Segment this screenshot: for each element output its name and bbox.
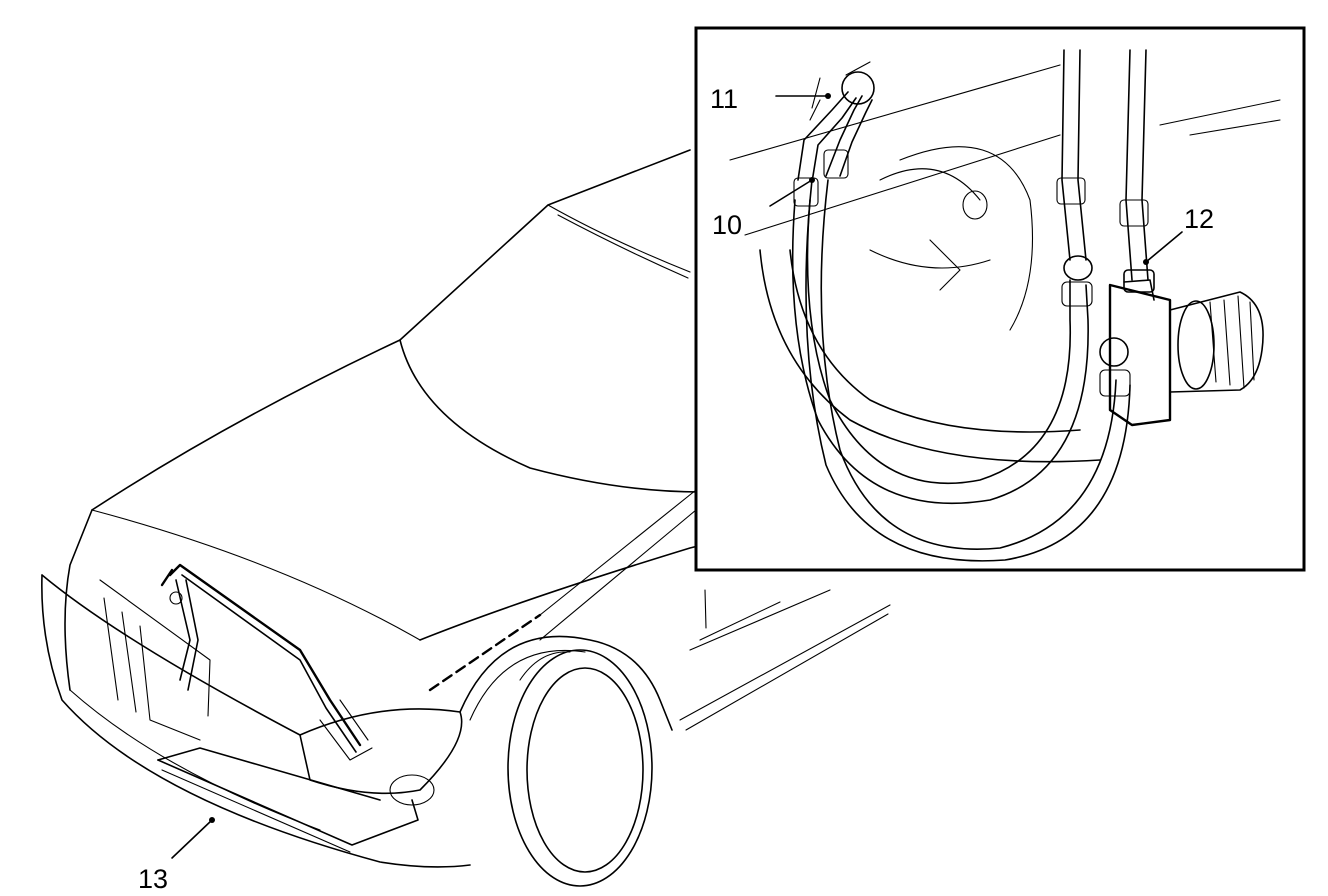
leader-12 bbox=[1145, 231, 1183, 263]
leader-dot-11 bbox=[825, 93, 831, 99]
leader-13 bbox=[171, 819, 213, 859]
callout-10: 10 bbox=[712, 210, 742, 240]
callout-12: 12 bbox=[1184, 204, 1214, 234]
detail-inset-frame bbox=[694, 26, 1306, 572]
callout-13: 13 bbox=[138, 864, 168, 894]
callout-leaders bbox=[171, 93, 1183, 859]
leader-10 bbox=[769, 179, 813, 207]
leader-dot-10 bbox=[809, 177, 815, 183]
leader-dot-13 bbox=[209, 817, 215, 823]
leader-dot-12 bbox=[1143, 259, 1149, 265]
car-illustration bbox=[41, 149, 891, 887]
inset-detail-illustration bbox=[729, 49, 1281, 562]
callout-11: 11 bbox=[710, 84, 738, 114]
